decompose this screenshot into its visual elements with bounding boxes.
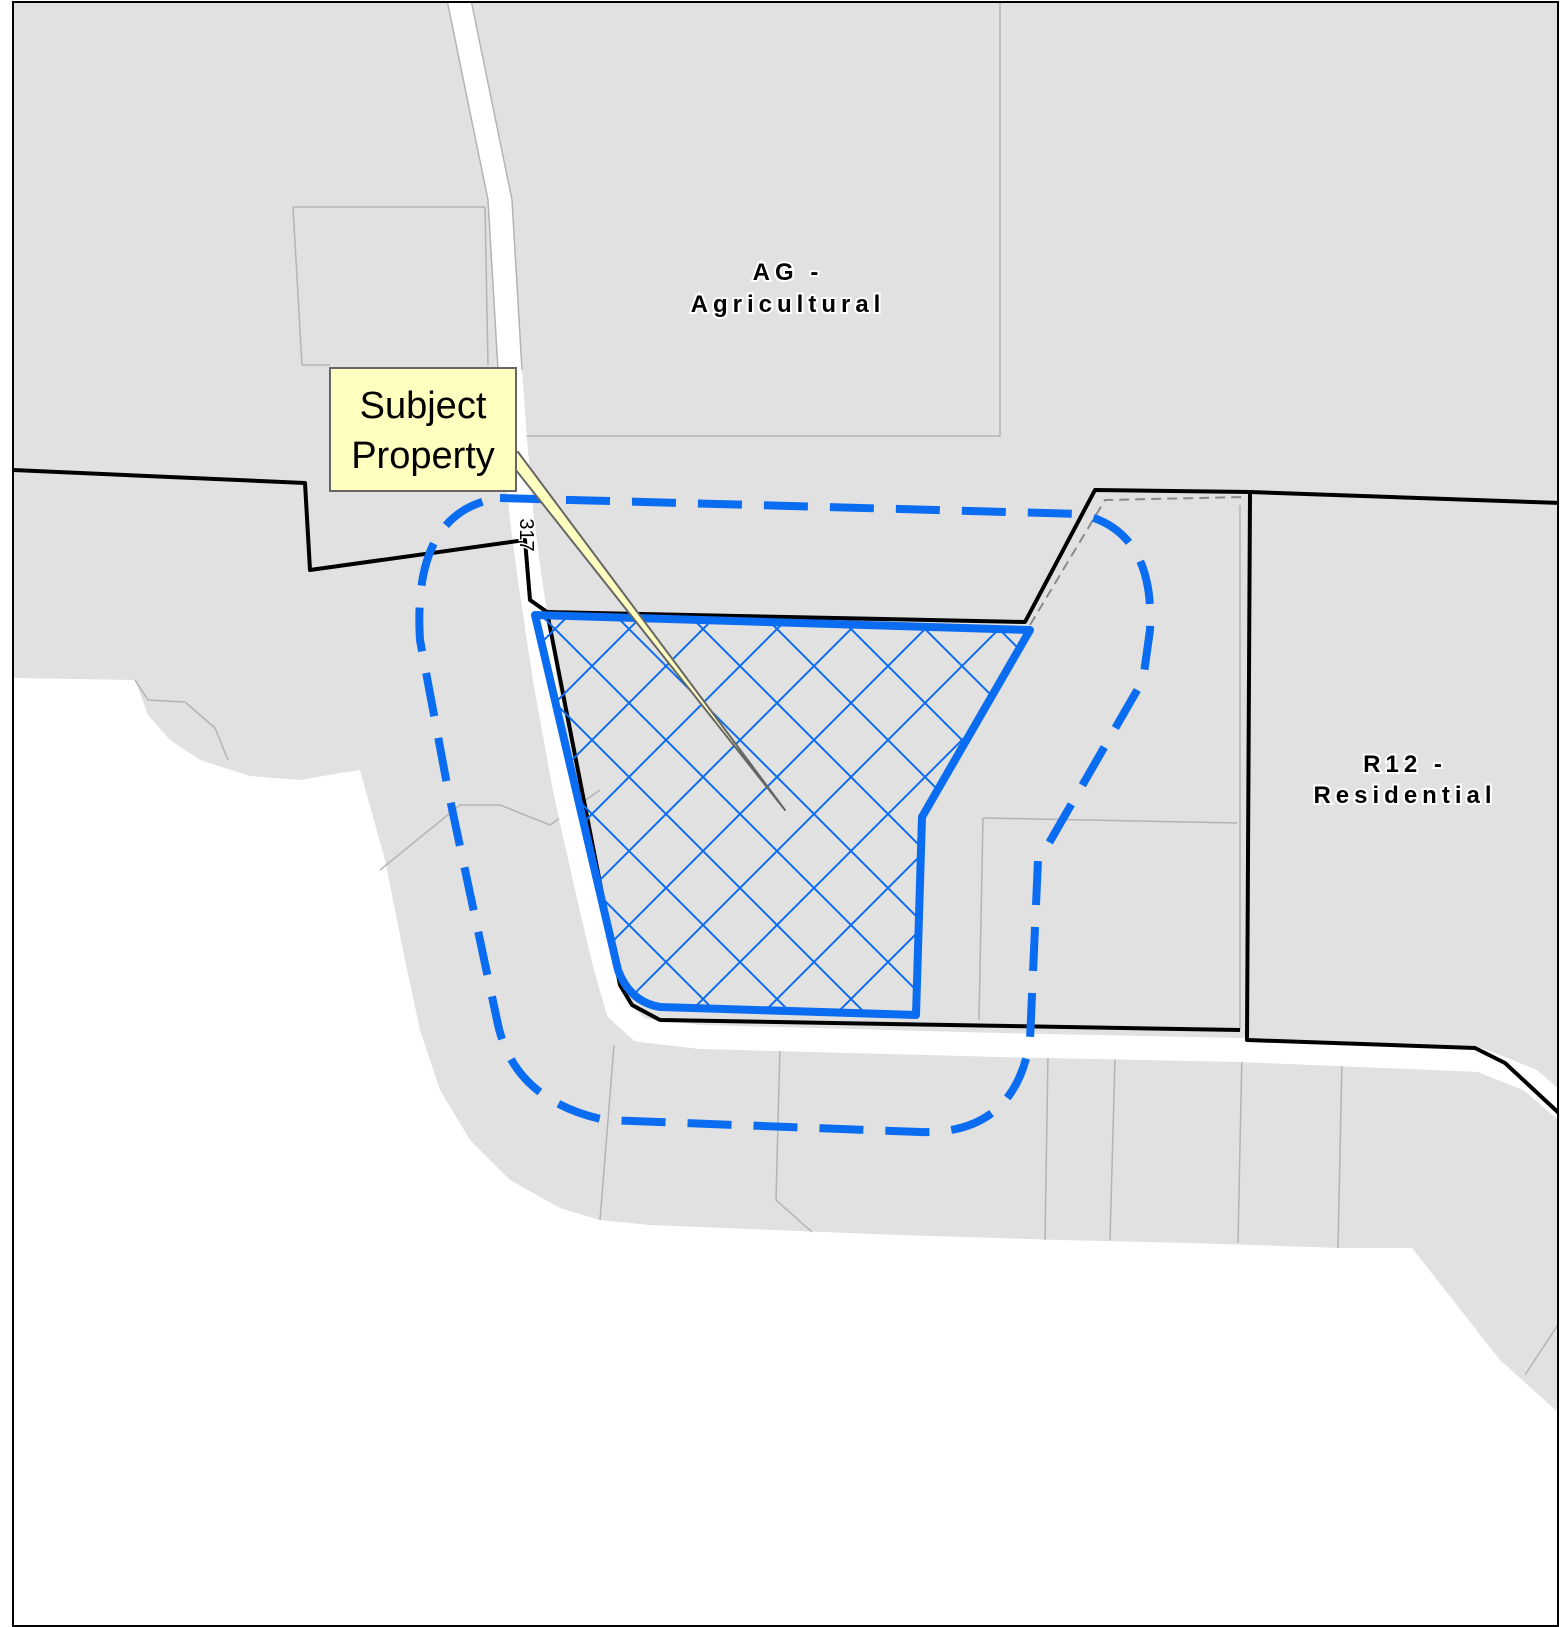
callout-line-2: Property	[351, 435, 495, 477]
callout-line-1: Subject	[360, 385, 487, 427]
subject-property	[531, 611, 1034, 1019]
map-frame	[12, 1, 1559, 1627]
road-edge-lines	[446, 2, 523, 371]
zone-label-ag-code: AG -	[753, 259, 824, 286]
zone-label-r12-name: Residential	[1313, 782, 1496, 809]
zone-boundary-north-east	[544, 488, 1558, 624]
notification-buffer	[415, 494, 1155, 1137]
zone-label-ag-name: Agricultural	[691, 291, 886, 318]
map-content: Subject Property 317 AG - Agricultural R…	[13, 2, 1558, 1413]
zone-boundary-west	[13, 468, 1241, 1032]
zone-boundary-inner	[1029, 496, 1246, 626]
zone-label-r12-code: R12 -	[1363, 751, 1447, 778]
zone-boundary-east	[1245, 491, 1558, 1115]
parcel-lines	[134, 2, 1558, 1376]
zoning-boundaries	[13, 468, 1558, 1115]
callout-box	[329, 367, 517, 492]
road-label-317: 317	[515, 518, 537, 551]
